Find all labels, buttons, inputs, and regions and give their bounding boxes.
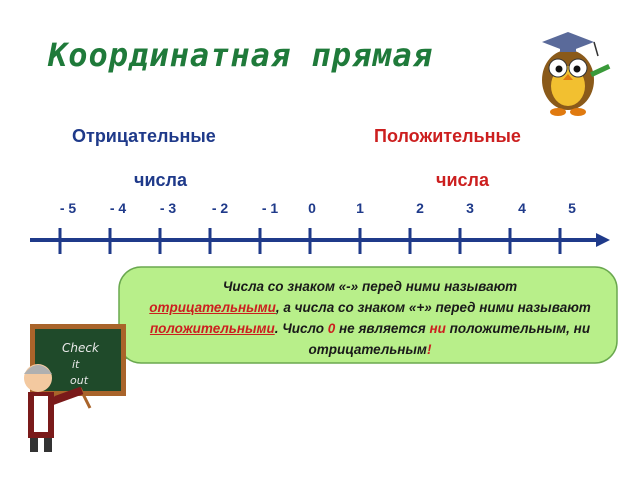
- tick-label: - 1: [261, 200, 279, 216]
- owl-mascot-icon: [542, 32, 611, 116]
- positive-label: Положительные: [374, 126, 521, 146]
- tick-label: - 2: [211, 200, 229, 216]
- tick-label: 2: [416, 200, 424, 216]
- axis-arrow: [596, 233, 610, 247]
- page-title: Координатная прямая: [48, 36, 434, 74]
- tick-label: - 5: [59, 200, 77, 216]
- axis-ticks: [58, 228, 562, 254]
- positive-word: положительными: [149, 321, 275, 336]
- tick-label: - 4: [109, 200, 127, 216]
- tick-label: 4: [518, 200, 526, 216]
- tick-label: 5: [568, 200, 576, 216]
- board-text: out: [70, 374, 89, 387]
- negative-word: отрицательными: [149, 300, 276, 315]
- bubble-text: Числа со знаком «-» перед ними называют …: [149, 279, 591, 357]
- negative-label: Отрицательные: [72, 126, 216, 146]
- tick-label: 3: [466, 200, 474, 216]
- tick-label: 1: [356, 200, 364, 216]
- board-text: it: [72, 358, 80, 371]
- positive-numbers-label: числа: [436, 170, 489, 190]
- tick-label: - 3: [159, 200, 177, 216]
- tick-label: 0: [308, 200, 316, 216]
- board-text: Check: [62, 341, 100, 355]
- negative-numbers-label: числа: [134, 170, 187, 190]
- zero-value: 0: [327, 321, 336, 336]
- teacher-icon: Check it out: [24, 324, 126, 452]
